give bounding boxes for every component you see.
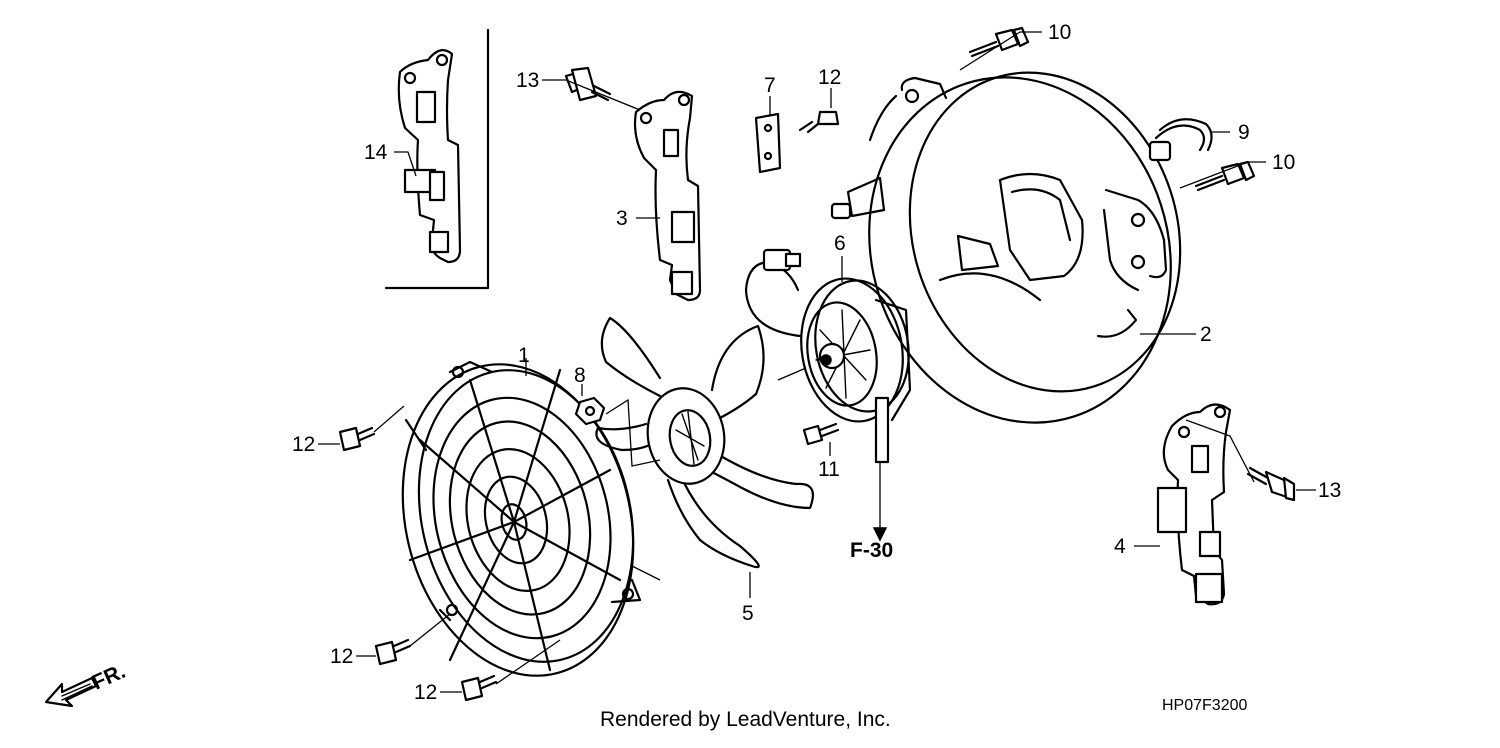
bracket-14[interactable] xyxy=(384,28,490,290)
reference-f30[interactable]: F-30 xyxy=(850,539,893,562)
fan-shroud-2[interactable] xyxy=(825,37,1220,462)
callout-8: 8 xyxy=(574,364,586,387)
callout-12-left: 12 xyxy=(292,433,315,456)
bracket-4[interactable] xyxy=(1156,403,1232,606)
fan-motor-6[interactable] xyxy=(744,248,919,464)
callout-5: 5 xyxy=(742,602,754,625)
screw-12-bottom[interactable] xyxy=(460,674,498,702)
screw-12-left[interactable] xyxy=(338,426,376,452)
screw-12-bracket[interactable] xyxy=(798,110,840,134)
callout-12-bracket: 12 xyxy=(818,66,841,89)
callout-14: 14 xyxy=(364,141,388,164)
callout-6: 6 xyxy=(834,232,846,255)
callout-12-lower: 12 xyxy=(330,645,353,668)
callout-1: 1 xyxy=(518,344,530,367)
front-direction-arrow: FR. xyxy=(44,660,129,708)
callout-13-right: 13 xyxy=(1318,479,1341,502)
screw-11[interactable] xyxy=(802,422,840,446)
callout-labels: 1 2 3 4 5 6 7 8 9 10 10 11 12 12 12 12 1… xyxy=(292,21,1341,704)
render-credit: Rendered by LeadVenture, Inc. xyxy=(600,708,891,731)
callout-7: 7 xyxy=(764,74,776,97)
callout-13-top: 13 xyxy=(516,69,539,92)
bolt-13-right[interactable] xyxy=(1246,466,1296,502)
leader-lines xyxy=(318,31,1316,693)
clamp-9[interactable] xyxy=(1148,118,1213,162)
bolt-10-right[interactable] xyxy=(1194,160,1256,192)
bracket-7[interactable] xyxy=(754,112,782,174)
callout-3: 3 xyxy=(616,207,628,230)
bolt-13-top[interactable] xyxy=(564,66,612,102)
bolt-10-top[interactable] xyxy=(968,26,1030,58)
fan-blade-5[interactable] xyxy=(595,316,814,569)
screw-12-lower[interactable] xyxy=(374,638,412,666)
direction-label: FR. xyxy=(89,660,129,695)
callout-12-bottom: 12 xyxy=(414,681,437,704)
fan-grille-1[interactable] xyxy=(371,340,665,701)
callout-9: 9 xyxy=(1238,121,1250,144)
nut-8[interactable] xyxy=(574,396,606,426)
callout-10-right: 10 xyxy=(1272,151,1295,174)
callout-11: 11 xyxy=(818,458,840,481)
bracket-3[interactable] xyxy=(633,90,702,302)
callout-2: 2 xyxy=(1200,323,1212,346)
callout-4: 4 xyxy=(1114,535,1126,558)
callout-10-top: 10 xyxy=(1048,21,1071,44)
diagram-code: HP07F3200 xyxy=(1162,697,1248,714)
